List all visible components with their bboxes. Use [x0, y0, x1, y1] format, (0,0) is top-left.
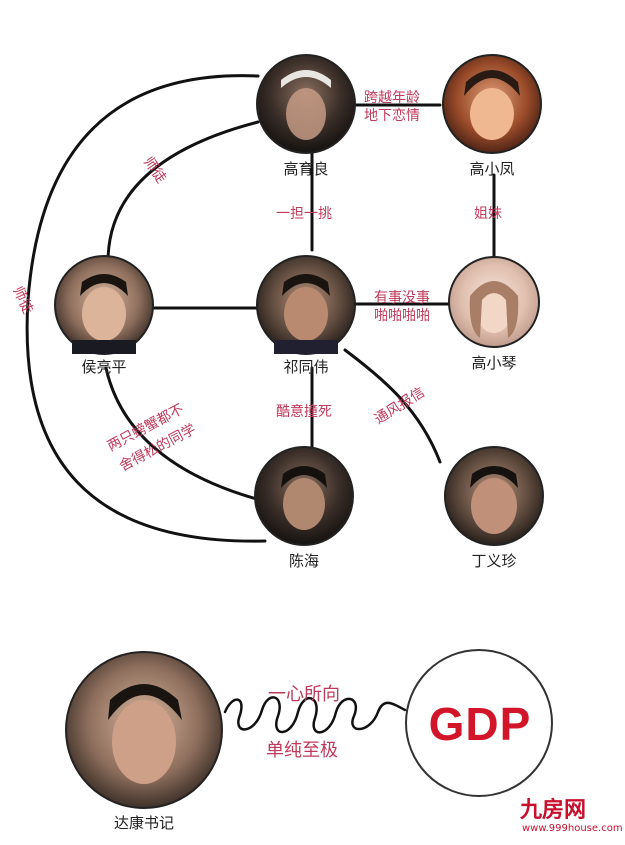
label-accident-death: 酷意撞死 [276, 404, 332, 420]
watermark-url: www.999house.com [522, 823, 623, 834]
name-da-kang: 达康书记 [113, 814, 175, 832]
label-cross-age-1: 跨越年龄 [364, 90, 420, 106]
name-ding-yizhen: 丁义珍 [471, 552, 517, 570]
line-qi-to-ding [343, 348, 442, 464]
label-sisters: 姐妹 [474, 206, 502, 222]
curve-hou-to-chenhai [104, 366, 262, 502]
name-chen-hai: 陈海 [288, 552, 320, 570]
devotion-squiggle [223, 696, 407, 734]
label-cross-age-2: 地下恋情 [364, 108, 420, 124]
label-devotion-2: 单纯至极 [266, 740, 338, 761]
label-devotion-1: 一心所向 [268, 684, 340, 705]
name-hou-liangping: 侯亮平 [81, 358, 127, 376]
label-affair-2: 啪啪啪啪 [374, 308, 430, 324]
name-gao-xiaoqin: 高小琴 [471, 354, 517, 372]
watermark-logo: 九房网 [520, 798, 587, 823]
name-gao-yuliang: 高育良 [283, 160, 329, 178]
arc-gao-to-chenhai [25, 74, 267, 543]
label-affair-1: 有事没事 [374, 290, 430, 306]
gdp-label: GDP [428, 698, 532, 750]
name-qi-tongwei: 祁同伟 [283, 358, 329, 376]
label-one-pick: 一担一挑 [276, 206, 332, 222]
arc-gao-to-hou [106, 120, 260, 264]
gdp-circle [405, 649, 553, 797]
name-gao-xiaofeng: 高小凤 [469, 160, 515, 178]
